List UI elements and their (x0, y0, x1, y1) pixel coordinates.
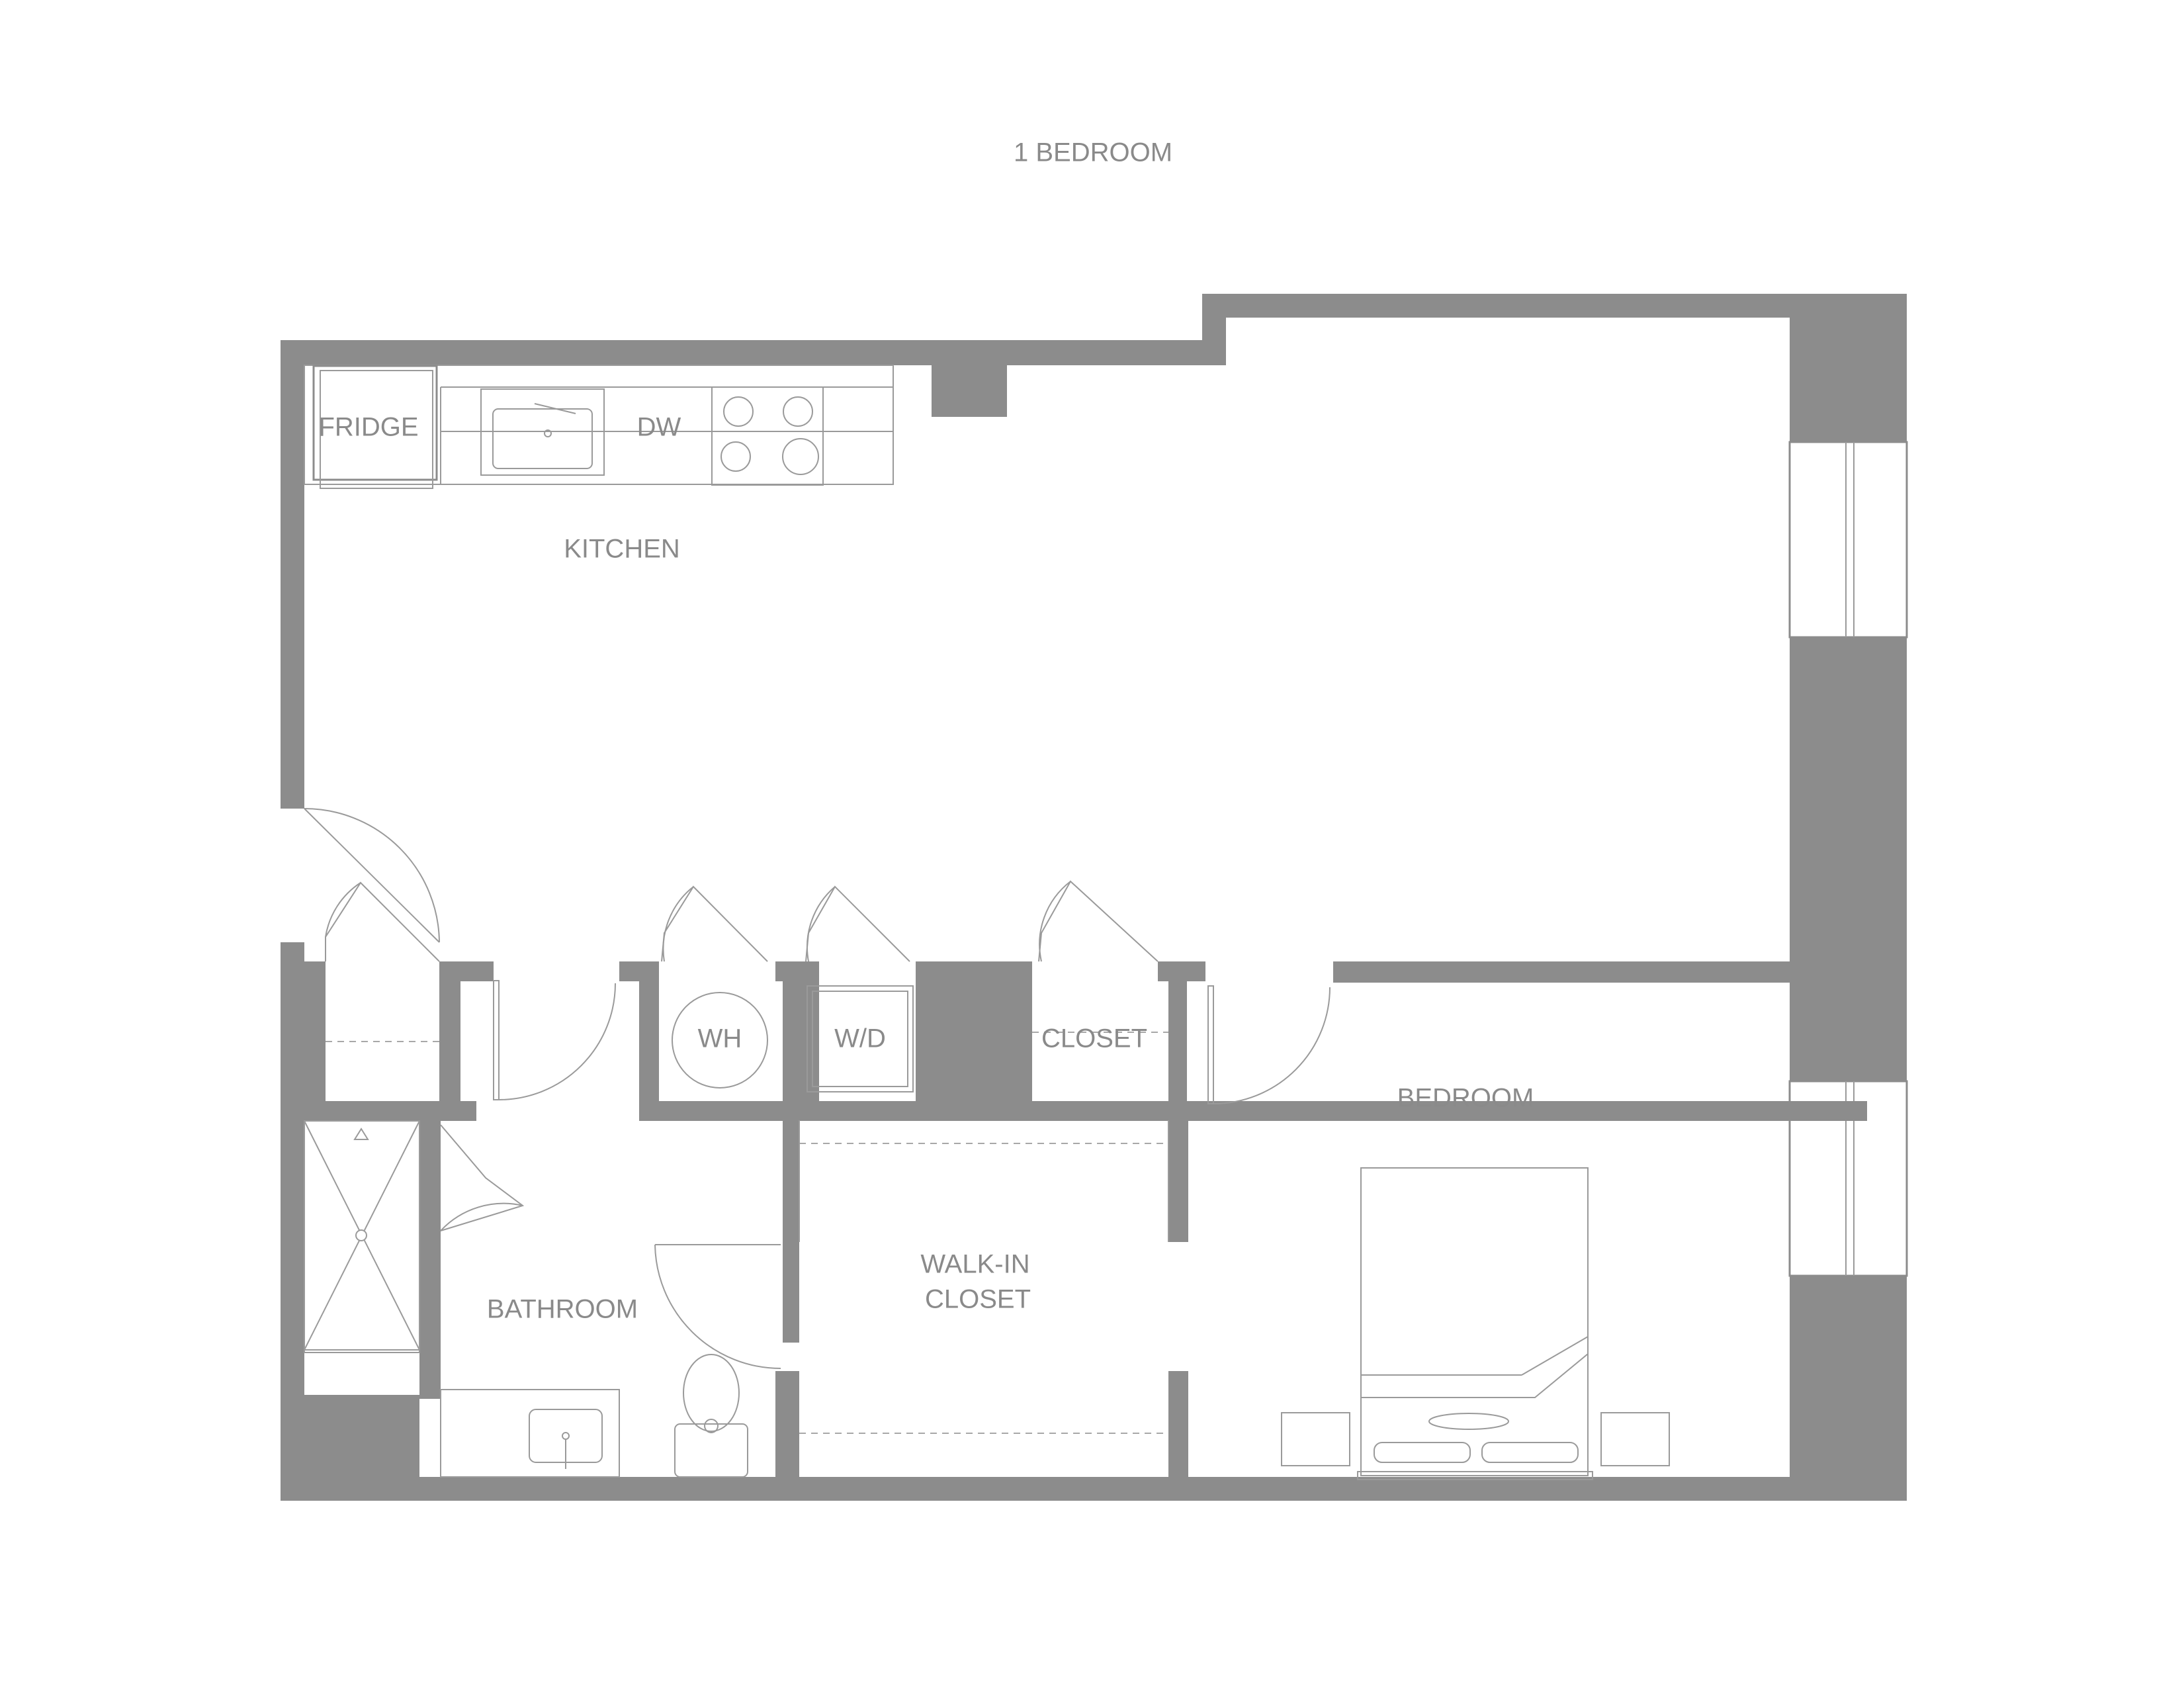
plan-title: 1 BEDROOM (1014, 138, 1172, 167)
walk-in-closet-label-line1: WALK-IN (920, 1250, 1029, 1279)
washer-dryer-label: W/D (834, 1024, 886, 1053)
nightstand-left (1281, 1412, 1350, 1466)
door-swings (304, 808, 1331, 1369)
closet-label: CLOSET (1041, 1024, 1147, 1053)
fridge (312, 365, 438, 489)
interior-walls (281, 961, 1867, 1477)
bathroom-label: BATHROOM (487, 1295, 638, 1324)
toilet-icon (674, 1354, 748, 1478)
sink-icon (480, 388, 605, 476)
bedroom-label: BEDROOM (1397, 1084, 1534, 1113)
exterior-walls (281, 294, 1907, 1501)
kitchen-label: KITCHEN (564, 535, 680, 564)
shower-icon (304, 1120, 420, 1353)
stove-icon (711, 386, 824, 486)
dishwasher-label: DW (637, 413, 681, 442)
walk-in-closet-label-line2: CLOSET (925, 1285, 1031, 1314)
nightstand-right (1600, 1412, 1670, 1466)
fridge-label: FRIDGE (318, 413, 418, 442)
bed-icon (1357, 1167, 1593, 1480)
water-heater-label: WH (698, 1024, 742, 1053)
washer-dryer-icon (807, 985, 914, 1092)
vanity-icon (440, 1389, 620, 1478)
water-heater-icon (672, 992, 768, 1088)
